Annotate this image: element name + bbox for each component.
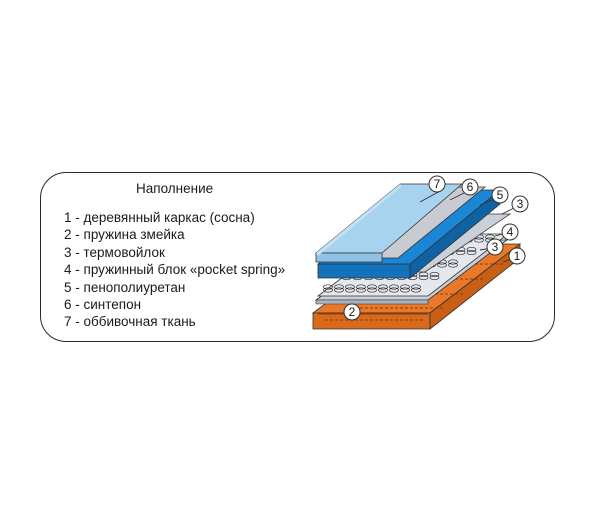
spring-coil [474, 237, 484, 243]
spring-coil [334, 287, 344, 293]
spring-coil [367, 284, 377, 290]
callout-3-top: 3 [511, 195, 529, 213]
legend-item-6: 6 - синтепон [64, 297, 142, 313]
callout-6: 6 [461, 178, 479, 196]
svg-text:4: 4 [507, 225, 514, 239]
layer-upholstery [314, 183, 464, 263]
spring-coil [389, 284, 399, 290]
spring-coil [345, 287, 355, 293]
callout-labels: 7 6 5 3 4 3 1 2 [343, 175, 529, 321]
spring-coil [378, 287, 388, 293]
spring-coil [448, 259, 458, 265]
spring-coil [455, 249, 466, 256]
callout-2: 2 [343, 303, 361, 321]
spring-coil [323, 284, 333, 290]
callout-1: 1 [508, 247, 526, 265]
svg-text:7: 7 [434, 177, 441, 191]
legend-item-7: 7 - оббивочная ткань [64, 314, 196, 330]
spring-coil [345, 284, 355, 290]
legend-item-3: 3 - термовойлок [64, 244, 165, 260]
callout-4: 4 [501, 223, 519, 241]
legend-item-4: 4 - пружинный блок «pocket spring» [64, 262, 286, 278]
svg-text:5: 5 [497, 188, 504, 202]
rounded-frame [40, 172, 555, 342]
spring-coil [418, 274, 429, 281]
legend-title: Наполнение [136, 181, 214, 196]
svg-text:6: 6 [467, 180, 474, 194]
spring-coil [400, 287, 410, 293]
spring-coil [466, 249, 477, 256]
svg-text:1: 1 [514, 249, 521, 263]
legend-item-5: 5 - пенополиуретан [64, 279, 186, 295]
spring-coil [485, 234, 495, 240]
spring-coil [389, 287, 399, 293]
legend-item-2: 2 - пружина змейка [64, 227, 185, 243]
legend-item-1: 1 - деревянный каркас (сосна) [64, 210, 255, 225]
svg-text:3: 3 [492, 240, 499, 254]
svg-text:3: 3 [517, 197, 524, 211]
svg-text:2: 2 [349, 305, 356, 319]
callout-3-bottom: 3 [486, 238, 504, 256]
legend-list: 1 - деревянный каркас (сосна) 2 - пружин… [64, 209, 285, 331]
spring-coil [448, 262, 458, 268]
spring-coil [356, 284, 366, 290]
spring-coil [356, 287, 366, 293]
spring-coil [429, 274, 440, 281]
spring-coil [367, 287, 377, 293]
spring-coil [437, 262, 447, 268]
spring-coil [323, 287, 333, 293]
spring-coil [334, 284, 344, 290]
callout-5: 5 [491, 186, 509, 204]
spring-coil [400, 284, 410, 290]
spring-coil [429, 271, 440, 278]
spring-coil [411, 287, 421, 293]
spring-coil [466, 246, 477, 253]
callout-7: 7 [428, 175, 446, 193]
spring-coil [378, 284, 388, 290]
spring-coil [411, 284, 421, 290]
